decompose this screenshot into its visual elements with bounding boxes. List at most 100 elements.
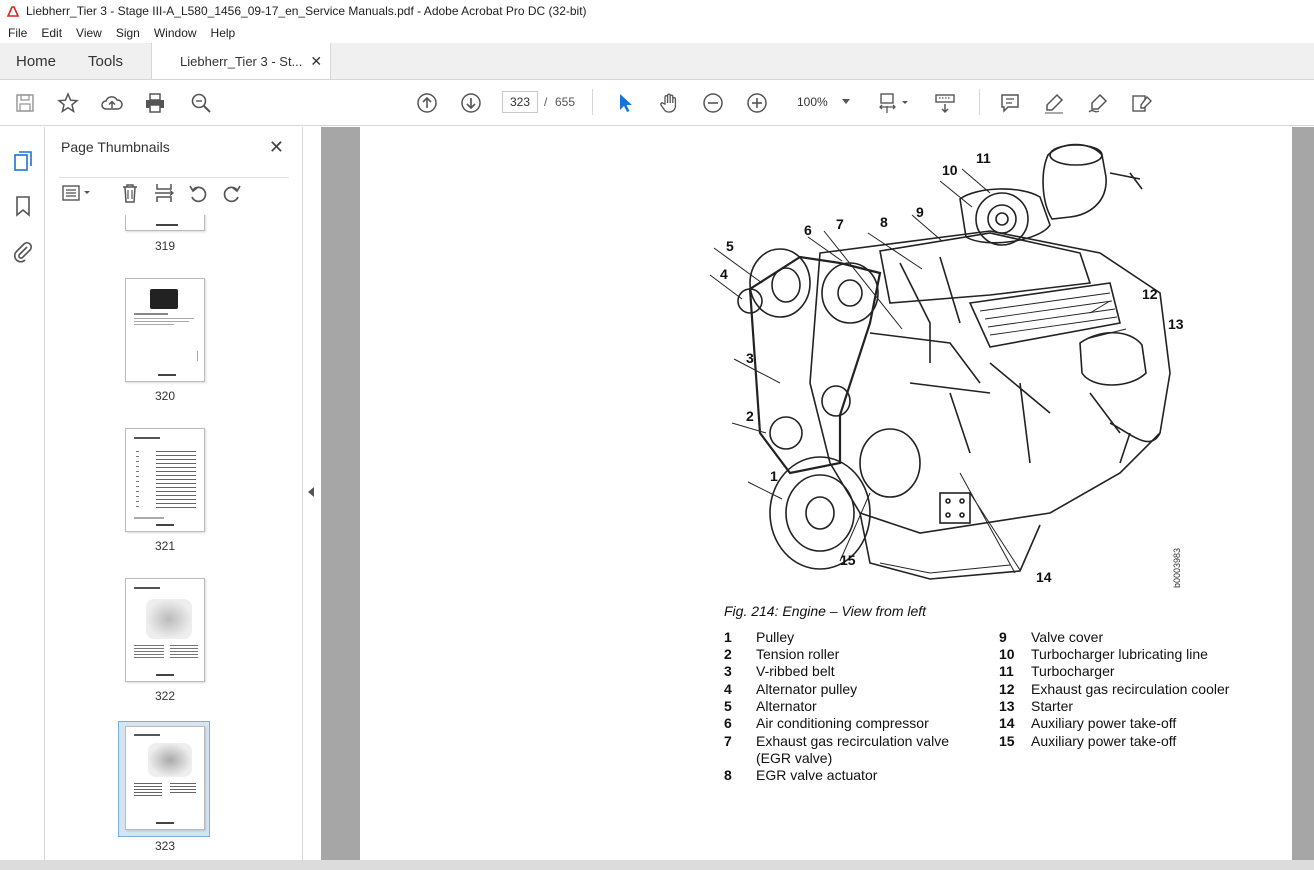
callout-label: 9 bbox=[916, 204, 924, 220]
bookmark-star-icon[interactable] bbox=[56, 91, 80, 115]
legend-text: Exhaust gas recirculation cooler bbox=[1031, 681, 1230, 697]
zoom-in-icon[interactable] bbox=[745, 91, 769, 115]
legend-number: 3 bbox=[724, 663, 732, 679]
zoom-out-icon[interactable] bbox=[701, 91, 725, 115]
legend-text: Turbocharger lubricating line bbox=[1031, 646, 1208, 662]
delete-page-icon[interactable] bbox=[119, 182, 141, 204]
menu-sign[interactable]: Sign bbox=[115, 25, 140, 40]
tab-document[interactable]: Liebherr_Tier 3 - St... ✕ bbox=[151, 43, 332, 79]
select-cursor-icon[interactable] bbox=[613, 91, 637, 115]
callout-label: 15 bbox=[840, 552, 856, 568]
previous-page-icon[interactable] bbox=[415, 91, 439, 115]
window-title: Liebherr_Tier 3 - Stage III-A_L580_1456_… bbox=[26, 4, 587, 18]
menu-view[interactable]: View bbox=[76, 25, 102, 40]
legend-number: 4 bbox=[724, 681, 732, 697]
thumbnail-page-number: 322 bbox=[154, 689, 176, 703]
menu-help[interactable]: Help bbox=[210, 25, 236, 40]
panel-toolbar bbox=[59, 177, 289, 205]
hand-tool-icon[interactable] bbox=[657, 91, 681, 115]
rotate-left-icon[interactable] bbox=[187, 182, 209, 204]
figure-code: b0003983 bbox=[1172, 548, 1182, 588]
toolbar-separator bbox=[979, 89, 980, 115]
callout-label: 5 bbox=[726, 238, 734, 254]
zoom-value: 100% bbox=[797, 95, 828, 109]
legend-number: 12 bbox=[999, 681, 1015, 697]
bookmarks-icon[interactable] bbox=[11, 194, 35, 218]
attachments-icon[interactable] bbox=[11, 240, 35, 264]
highlight-pen-icon[interactable] bbox=[1042, 91, 1066, 115]
document-viewer[interactable]: 1 2 3 4 5 6 7 8 9 10 11 12 13 14 15 b000… bbox=[321, 127, 1314, 860]
taskbar-strip bbox=[0, 860, 1314, 870]
collapse-panel-handle[interactable] bbox=[303, 127, 321, 860]
callout-label: 4 bbox=[720, 266, 728, 282]
legend-text: (EGR valve) bbox=[756, 750, 833, 766]
page-thumbnail[interactable] bbox=[125, 278, 205, 382]
callout-label: 2 bbox=[746, 408, 754, 424]
legend-text: Auxiliary power take-off bbox=[1031, 715, 1177, 731]
panel-title: Page Thumbnails bbox=[61, 139, 170, 155]
print-icon[interactable] bbox=[143, 91, 167, 115]
close-panel-icon[interactable]: ✕ bbox=[268, 137, 284, 157]
legend-text: Exhaust gas recirculation valve bbox=[756, 733, 949, 749]
tab-home[interactable]: Home bbox=[16, 52, 57, 70]
legend-text: Auxiliary power take-off bbox=[1031, 733, 1177, 749]
collapse-arrow-icon bbox=[308, 487, 314, 497]
next-page-icon[interactable] bbox=[459, 91, 483, 115]
tab-document-label: Liebherr_Tier 3 - St... bbox=[180, 53, 303, 69]
zoom-select[interactable]: 100% bbox=[790, 91, 856, 113]
callout-label: 13 bbox=[1168, 316, 1184, 332]
legend-number: 14 bbox=[999, 715, 1015, 731]
legend-number: 2 bbox=[724, 646, 732, 662]
callout-label: 1 bbox=[770, 468, 778, 484]
legend-number: 13 bbox=[999, 698, 1015, 714]
page-thumbnail[interactable] bbox=[125, 578, 205, 682]
sign-pen-icon[interactable] bbox=[1086, 91, 1110, 115]
tab-tools[interactable]: Tools bbox=[88, 52, 124, 70]
engine-illustration: 1 2 3 4 5 6 7 8 9 10 11 12 13 14 15 b000… bbox=[709, 143, 1184, 588]
callout-label: 8 bbox=[880, 214, 888, 230]
menu-file[interactable]: File bbox=[8, 25, 28, 40]
legend-text: EGR valve actuator bbox=[756, 767, 878, 783]
rotate-right-icon[interactable] bbox=[221, 182, 243, 204]
legend-number: 15 bbox=[999, 733, 1015, 749]
legend-text: Starter bbox=[1031, 698, 1074, 714]
page-number-input[interactable]: 323 bbox=[502, 91, 538, 113]
insert-page-icon[interactable] bbox=[153, 182, 175, 204]
menu-window[interactable]: Window bbox=[153, 25, 197, 40]
legend-text: Alternator bbox=[756, 698, 817, 714]
legend-text: Turbocharger bbox=[1031, 663, 1115, 679]
keyboard-scroll-icon[interactable] bbox=[933, 91, 957, 115]
legend-text: Valve cover bbox=[1031, 629, 1104, 645]
callout-label: 3 bbox=[746, 350, 754, 366]
page-thumbnail[interactable] bbox=[125, 726, 205, 830]
chevron-down-icon bbox=[842, 99, 850, 104]
title-bar: Liebherr_Tier 3 - Stage III-A_L580_1456_… bbox=[0, 0, 1314, 22]
cloud-upload-icon[interactable] bbox=[100, 91, 124, 115]
legend-number: 1 bbox=[724, 629, 732, 645]
thumbnail-page-number: 321 bbox=[154, 539, 176, 553]
page-fit-icon[interactable] bbox=[876, 91, 914, 115]
page-thumbnail[interactable] bbox=[125, 215, 205, 231]
thumbnail-list: 319 320 321 322 bbox=[45, 215, 285, 855]
options-menu-icon[interactable] bbox=[61, 182, 95, 204]
legend-text: Alternator pulley bbox=[756, 681, 858, 697]
page-thumbnail[interactable] bbox=[125, 428, 205, 532]
callout-label: 6 bbox=[804, 222, 812, 238]
figure-caption: Fig. 214: Engine – View from left bbox=[724, 603, 927, 619]
legend-text: Tension roller bbox=[756, 646, 840, 662]
comment-icon[interactable] bbox=[998, 91, 1022, 115]
menu-edit[interactable]: Edit bbox=[41, 25, 63, 40]
zoom-search-icon[interactable] bbox=[189, 91, 213, 115]
edit-pdf-icon[interactable] bbox=[1130, 91, 1154, 115]
thumbnail-page-number: 319 bbox=[154, 239, 176, 253]
legend-text: Air conditioning compressor bbox=[756, 715, 929, 731]
thumbnail-page-number: 323 bbox=[154, 839, 176, 853]
close-tab-icon[interactable]: ✕ bbox=[310, 52, 323, 69]
legend-number: 5 bbox=[724, 698, 732, 714]
page-thumbnails-icon[interactable] bbox=[11, 149, 35, 173]
legend-text: Pulley bbox=[756, 629, 795, 645]
tab-bar: Home Tools Liebherr_Tier 3 - St... ✕ bbox=[0, 43, 1314, 80]
save-icon[interactable] bbox=[13, 91, 37, 115]
